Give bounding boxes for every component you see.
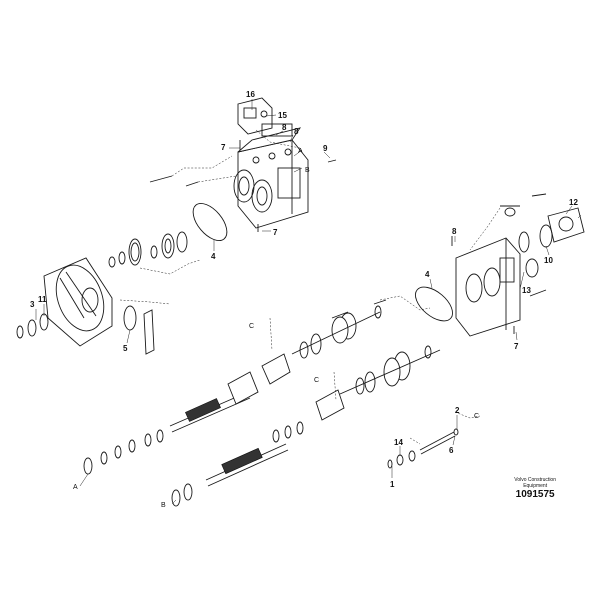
drive-shaft-lower	[171, 421, 304, 507]
callout-9: 9	[323, 144, 328, 153]
o-ring-right	[415, 286, 453, 322]
letter-b-top: B	[305, 167, 310, 174]
drawing-info: Volvo Construction Equipment 1091575	[514, 477, 556, 500]
o-ring-upper	[192, 203, 228, 241]
callout-2: 2	[455, 406, 460, 415]
callout-3: 3	[30, 300, 35, 309]
main-pump-housing	[233, 127, 309, 229]
brand-line-2: Equipment	[523, 483, 548, 489]
callout-14: 14	[394, 438, 403, 447]
letter-c-middle: C	[314, 377, 319, 384]
callout-6: 6	[449, 446, 454, 455]
callout-12: 12	[569, 198, 578, 207]
bolts	[149, 140, 547, 334]
callout-4-upper: 4	[211, 252, 216, 261]
alignment-lines	[119, 129, 501, 445]
callout-5: 5	[123, 344, 128, 353]
callout-13: 13	[522, 286, 531, 295]
letter-a-top: A	[298, 148, 303, 155]
callout-7-lower: 7	[273, 228, 278, 237]
pump-flange-housing	[43, 257, 113, 347]
brand-line-1: Volvo Construction	[514, 477, 556, 483]
callout-7-upper: 7	[221, 143, 226, 152]
letter-b-bottom: B	[161, 502, 166, 509]
leader-lines	[35, 99, 582, 505]
callout-1: 1	[390, 480, 395, 489]
aux-pump-housing	[455, 237, 521, 337]
drive-shaft-upper	[83, 371, 259, 475]
rotating-group-lower	[315, 345, 441, 421]
callout-7-right: 7	[514, 342, 519, 351]
small-shaft-assembly	[387, 428, 459, 469]
aux-cover-plate	[500, 205, 585, 278]
callout-16: 16	[246, 90, 255, 99]
regulator-valve-block	[237, 97, 293, 137]
gear-pump-gears	[108, 231, 188, 268]
callout-4-right: 4	[425, 270, 430, 279]
callout-15: 15	[278, 111, 287, 120]
callout-8-a: 8	[282, 123, 287, 132]
callout-8-right: 8	[452, 227, 457, 236]
letter-a-bottom: A	[73, 484, 78, 491]
drawing-number: 1091575	[515, 489, 555, 500]
flange-seal-rings	[16, 305, 155, 355]
letter-c-upper: C	[249, 323, 254, 330]
callout-10: 10	[544, 256, 553, 265]
rotating-group-upper	[261, 305, 382, 385]
callout-8-b: 8	[294, 127, 299, 136]
letter-c-right: C	[474, 413, 479, 420]
callout-11: 11	[38, 295, 47, 304]
